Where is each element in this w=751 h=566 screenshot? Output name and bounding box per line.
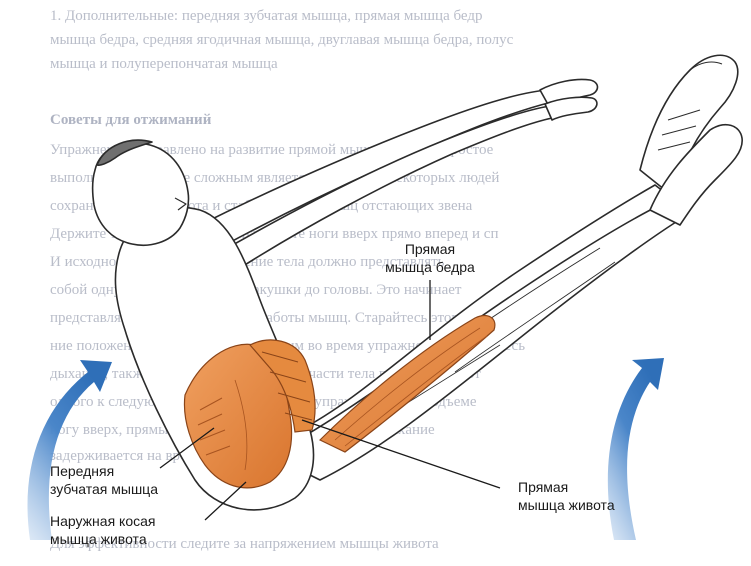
rectus-femoris-muscle [320, 316, 495, 452]
label-serratus-anterior: Передняя зубчатая мышца [50, 462, 158, 498]
label-rectus-abdominis: Прямая мышца живота [518, 478, 615, 514]
motion-arrow-right-icon [608, 358, 664, 540]
sneakers [640, 55, 742, 225]
head [93, 140, 189, 245]
label-external-oblique: Наружная косая мышца живота [50, 512, 155, 548]
label-rectus-femoris: Прямая мышца бедра [370, 240, 490, 276]
